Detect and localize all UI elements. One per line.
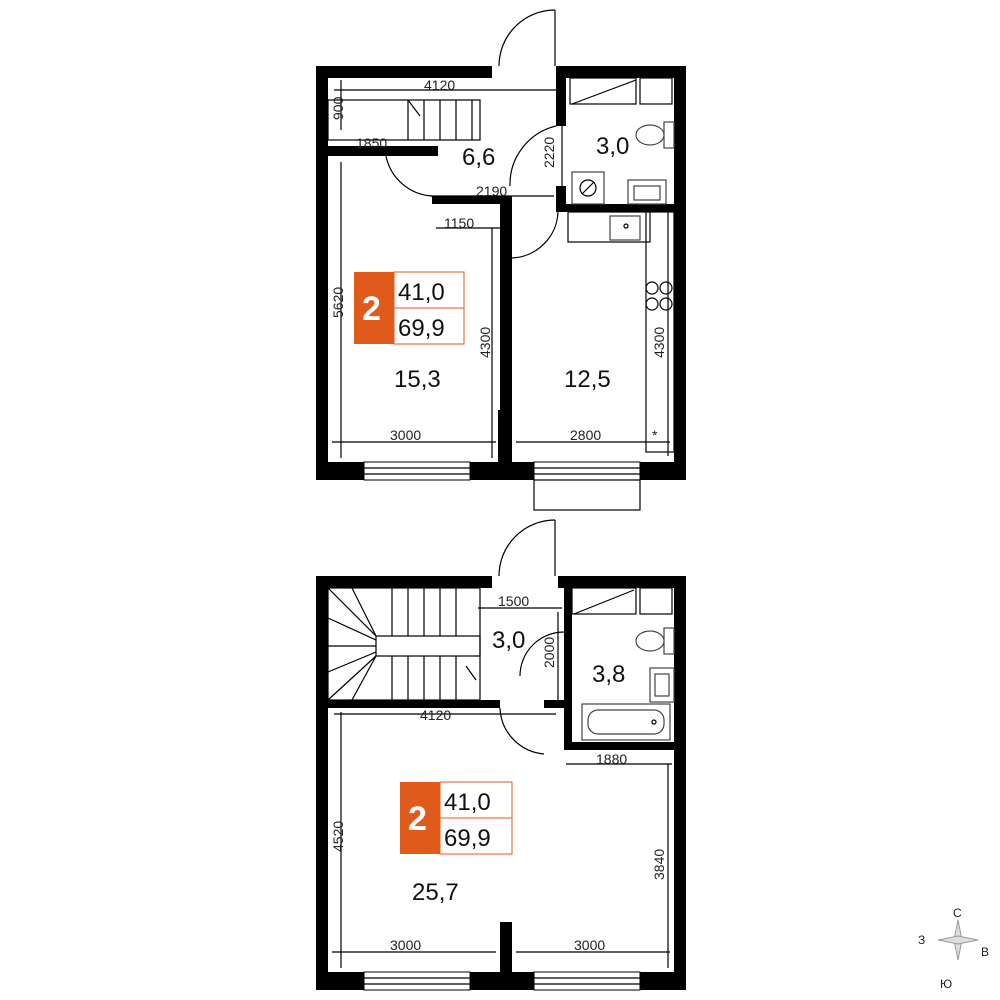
upper-dim-3000: 3000	[390, 427, 421, 443]
upper-dim-4120: 4120	[424, 77, 455, 93]
upper-bottom-wall-3	[640, 462, 686, 480]
upper-badge-living-area: 41,0	[398, 279, 445, 306]
upper-area-bedroom: 15,3	[394, 366, 441, 393]
upper-washbasin	[627, 179, 667, 205]
lower-living-door[interactable]	[499, 707, 545, 755]
upper-area-badge: 2 41,0 69,9	[354, 271, 465, 345]
upper-dim-5620: 5620	[330, 287, 346, 318]
upper-area-hall: 6,6	[462, 144, 495, 171]
upper-fridge-star: *	[652, 427, 658, 443]
compass-east: В	[981, 945, 989, 959]
lower-toilet	[635, 627, 675, 655]
lower-bottom-wall-3	[640, 972, 686, 990]
lower-badge-rooms: 2	[408, 800, 427, 838]
lower-area-living: 25,7	[412, 879, 459, 906]
upper-top-wall-left	[316, 66, 492, 78]
upper-dim-900: 900	[330, 96, 346, 120]
upper-stove	[645, 281, 673, 311]
lower-area-bathroom: 3,8	[592, 661, 625, 688]
upper-right-wall	[674, 66, 686, 480]
lower-left-wall	[316, 576, 328, 990]
upper-bedroom-door[interactable]	[385, 155, 433, 197]
upper-stair-wall	[328, 146, 438, 156]
lower-bathroom-door[interactable]	[519, 631, 565, 677]
lower-dim-1880: 1880	[596, 751, 627, 767]
lower-bath-wall-left	[564, 588, 572, 748]
upper-dim-4300-left: 4300	[477, 327, 493, 358]
upper-kitchen-door[interactable]	[511, 211, 559, 259]
upper-dim-2800: 2800	[570, 427, 601, 443]
upper-dim-1850: 1850	[356, 135, 387, 151]
upper-dim-lines	[332, 80, 670, 458]
lower-top-wall-left	[316, 576, 492, 588]
upper-stairs	[327, 99, 481, 141]
upper-badge-accent	[354, 272, 394, 344]
lower-bath-shelves	[571, 587, 673, 615]
lower-bottom-wall-1	[316, 972, 364, 990]
compass-west: З	[918, 933, 925, 947]
lower-washbasin	[649, 667, 675, 703]
compass-north: С	[953, 906, 962, 920]
upper-area-kitchen: 12,5	[564, 366, 611, 393]
lower-window-right	[533, 971, 641, 991]
upper-left-wall	[316, 66, 328, 480]
upper-window-right	[533, 461, 641, 481]
lower-area-hall: 3,0	[492, 627, 525, 654]
lower-entry-door[interactable]	[498, 519, 556, 577]
upper-partition	[500, 200, 512, 462]
upper-partition-pier	[498, 410, 512, 462]
upper-dim-1150: 1150	[444, 215, 474, 231]
lower-dim-2000: 2000	[541, 637, 557, 668]
lower-dim-4120: 4120	[420, 707, 451, 723]
compass-rose-icon: С З В Ю	[918, 906, 989, 991]
upper-bottom-wall-1	[316, 462, 364, 480]
upper-bath-shelves	[569, 77, 673, 105]
lower-dim-lines	[332, 607, 672, 968]
lower-hall-wall	[544, 700, 566, 708]
upper-toilet	[635, 121, 675, 149]
lower-dim-1500: 1500	[498, 593, 529, 609]
lower-bath-wall-bottom	[564, 742, 676, 750]
upper-balcony	[533, 479, 641, 511]
lower-partition-pier	[500, 922, 512, 972]
lower-badge-accent	[400, 782, 440, 854]
upper-bath-wall-top	[556, 66, 566, 126]
upper-entry-door[interactable]	[498, 9, 556, 67]
lower-top-wall-right	[558, 576, 686, 588]
lower-stairs	[327, 587, 481, 701]
lower-window-left	[363, 971, 471, 991]
upper-bath-floor-wall	[556, 204, 678, 212]
upper-dim-2190: 2190	[476, 183, 507, 199]
upper-dim-4300-right: 4300	[651, 327, 667, 358]
upper-window-left	[363, 461, 471, 481]
upper-badge-total-area: 69,9	[398, 315, 445, 342]
lower-bottom-wall-2	[470, 972, 534, 990]
lower-badge-living-area: 41,0	[444, 789, 491, 816]
upper-kitchen-counter	[567, 211, 675, 453]
upper-boiler	[571, 171, 605, 205]
upper-dim-2220: 2220	[541, 137, 557, 168]
lower-dim-3000-right: 3000	[574, 937, 605, 953]
lower-dim-3000-left: 3000	[390, 937, 421, 953]
upper-bathroom-door[interactable]	[509, 125, 557, 187]
lower-area-badge: 2 41,0 69,9	[400, 781, 513, 855]
upper-bottom-wall-2	[470, 462, 534, 480]
lower-stair-wall	[328, 700, 500, 708]
lower-dim-3840: 3840	[651, 849, 667, 880]
upper-floor-plan: * 4120 900 1850 2220 2190 1150 5620 4300…	[316, 9, 686, 511]
upper-hall-wall	[432, 196, 512, 204]
upper-bath-wall-bottom	[556, 186, 566, 208]
upper-area-bathroom: 3,0	[596, 133, 629, 160]
compass-south: Ю	[940, 977, 952, 991]
lower-floor-plan: 1500 2000 4120 1880 4520 3840 3000 3000 …	[316, 519, 686, 991]
lower-dim-4520: 4520	[330, 821, 346, 852]
upper-badge-rooms: 2	[362, 290, 381, 328]
lower-right-wall	[674, 576, 686, 990]
lower-bathtub	[581, 703, 671, 741]
upper-top-wall-right	[558, 66, 686, 78]
lower-badge-total-area: 69,9	[444, 825, 491, 852]
